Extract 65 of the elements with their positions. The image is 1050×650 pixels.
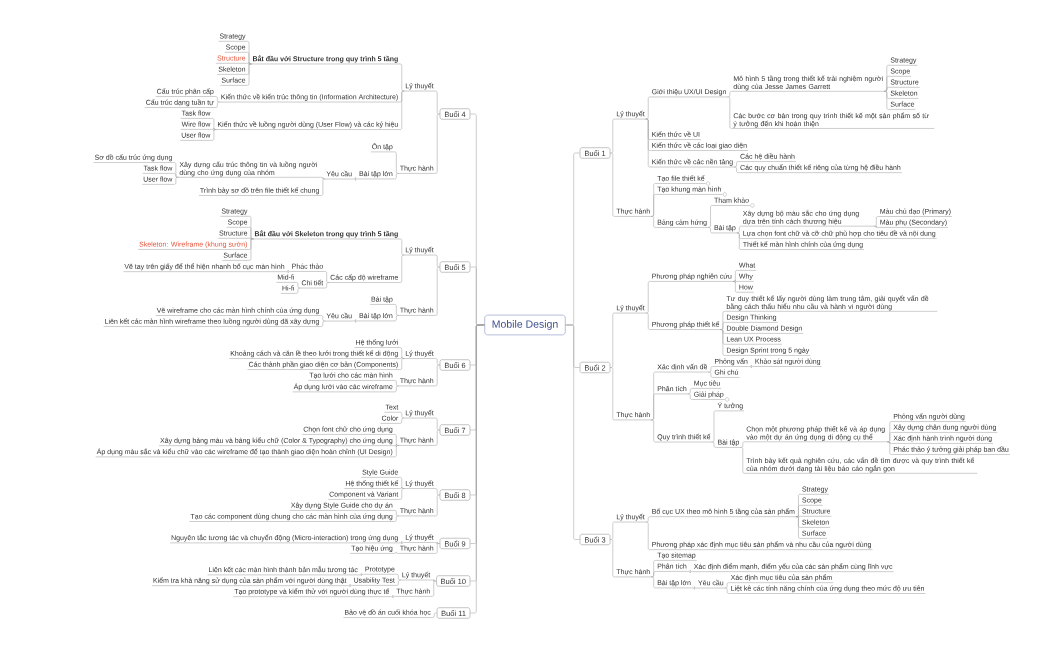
branch-connector: [393, 380, 400, 393]
branch-connector: [687, 388, 694, 400]
branch-connector: [873, 216, 880, 228]
branch-connector: [248, 216, 254, 261]
branch-connector: [610, 312, 616, 421]
branch-connector: [434, 488, 440, 517]
branch-connector: [470, 113, 485, 614]
branch-connector: [650, 371, 657, 443]
branch-connector: [610, 521, 616, 578]
branch-connector: [430, 579, 437, 597]
branch-connector: [352, 319, 359, 323]
branch-connector: [390, 594, 396, 599]
branch-connector: [295, 282, 301, 294]
branch-connector: [399, 477, 405, 500]
branch-connector: [565, 152, 580, 540]
branch-connector: [645, 281, 651, 330]
branch-connector: [393, 551, 400, 554]
branch-connector: [399, 541, 405, 545]
branch-connector: [395, 573, 402, 586]
branch-connector: [399, 63, 405, 130]
branch-connector: [434, 417, 440, 446]
branch-connector: [393, 434, 400, 458]
branch-connector: [214, 96, 221, 108]
branch-connector: [323, 271, 330, 289]
branch-connector: [434, 541, 440, 554]
branch-connector: [711, 410, 717, 448]
branch-connector: [352, 177, 359, 181]
branch-connector: [740, 441, 746, 474]
branch-connector: [393, 151, 400, 180]
branch-connector: [708, 366, 714, 378]
branch-connector: [736, 225, 743, 250]
branch-connector: [795, 494, 802, 539]
branch-connector: [610, 118, 616, 217]
branch-connector: [399, 411, 405, 424]
branch-connector: [645, 96, 651, 168]
branch-connector: [393, 304, 400, 322]
branch-connector: [720, 311, 726, 356]
central-topic-box: Mobile Design: [484, 314, 566, 336]
branch-connector: [320, 315, 326, 327]
branch-connector: [399, 238, 405, 283]
branch-connector: [650, 183, 657, 228]
branch-connector: [733, 161, 740, 173]
branch-connector: [434, 254, 440, 316]
branch-connector: [884, 65, 890, 110]
branch-connector: [431, 612, 438, 618]
branch-connector: [650, 560, 657, 589]
branch-connector: [707, 205, 714, 234]
branch-connector: [645, 516, 651, 550]
branch-connector: [393, 510, 400, 522]
branch-connector: [358, 573, 365, 577]
branch-connector: [285, 269, 291, 274]
branch-connector: [173, 162, 179, 185]
branch-connector: [434, 358, 440, 387]
branch-connector: [347, 583, 353, 588]
branch-connector: [727, 91, 733, 129]
branch-connector: [732, 270, 739, 293]
branch-connector: [320, 177, 326, 196]
branch-connector: [399, 347, 405, 370]
branch-connector: [211, 118, 217, 141]
branch-connector: [246, 41, 252, 86]
branch-connector: [724, 582, 730, 594]
branch-connector: [687, 569, 694, 574]
branch-connector: [434, 90, 440, 174]
branch-connector: [887, 421, 893, 455]
branch-connector: [748, 364, 755, 369]
